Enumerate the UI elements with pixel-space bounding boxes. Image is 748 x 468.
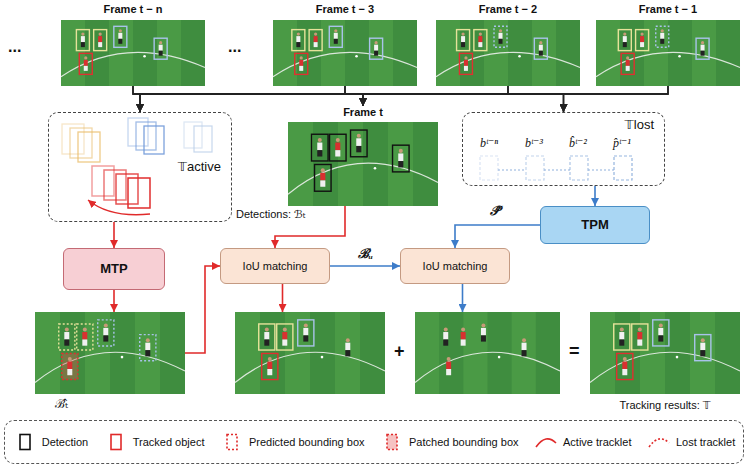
legend-sample <box>380 433 404 451</box>
process-box: MTP <box>63 248 165 290</box>
flow-arrow <box>113 222 115 248</box>
annotation-label: bᵗ⁻ⁿ <box>480 137 498 151</box>
flow-arrow <box>282 284 284 312</box>
flow-arrow <box>363 86 508 106</box>
active-tracklet-pool: 𝕋active <box>48 112 232 222</box>
node-text: TPM <box>581 218 608 233</box>
annotation-label: ... <box>8 38 21 56</box>
legend-item: Detection <box>13 433 88 451</box>
node-text: Tracking results: 𝕋 <box>619 399 710 412</box>
node-text: Frame t − 3 <box>316 3 374 16</box>
flow-arrow <box>455 225 540 248</box>
flow-arrow <box>185 266 220 353</box>
flow-arrow <box>594 186 596 206</box>
legend-item: Patched bounding box <box>380 433 518 451</box>
node-text: 𝕋lost <box>625 118 654 133</box>
flow-arrow <box>133 86 363 106</box>
result-frame <box>415 312 560 394</box>
pitch-image <box>415 312 560 394</box>
result-frame: Tracking results: 𝕋 <box>590 312 740 412</box>
video-frame: Frame t − 2 <box>436 3 580 86</box>
legend-sample <box>220 433 244 451</box>
flow-arrow <box>363 86 668 106</box>
legend-panel: Detection Tracked object Predicted boundin… <box>4 420 744 464</box>
legend-sample <box>534 433 558 451</box>
node-text: Frame t − n <box>104 3 163 16</box>
node-text: Frame t − 2 <box>479 3 537 16</box>
node-text: Frame t <box>343 106 383 119</box>
node-text: ℬ̂ₜ <box>55 398 68 412</box>
node-text: IoU matching <box>243 260 308 273</box>
flow-arrow <box>564 86 669 112</box>
flow-arrow <box>508 86 564 112</box>
video-frame: Frame t − 3 <box>273 3 417 86</box>
video-frame: Frame t − n <box>61 3 205 86</box>
pitch-image <box>273 20 417 86</box>
video-frame: Frame t − 1 <box>596 3 740 86</box>
annotation-label: bᵗ⁻³ <box>525 137 543 151</box>
prediction-frame: ℬ̂ₜ <box>35 312 185 412</box>
legend-item: Tracked object <box>104 433 205 451</box>
process-box: TPM <box>540 206 650 244</box>
edge-label: 𝒫̂ <box>488 204 501 219</box>
flow-arrow <box>113 290 115 312</box>
result-frame <box>235 312 385 394</box>
pitch-image <box>590 312 740 394</box>
legend-text: Active tracklet <box>563 436 631 448</box>
matching-box: IoU matching <box>220 248 330 284</box>
flow-arrow <box>140 86 668 112</box>
pitch-image <box>288 122 438 206</box>
legend-item: Active tracklet <box>534 433 631 451</box>
legend-sample <box>647 433 671 451</box>
node-text: IoU matching <box>423 260 488 273</box>
lost-tracklets <box>480 156 632 180</box>
annotation-label: ... <box>228 38 241 56</box>
legend-text: Patched bounding box <box>409 436 518 448</box>
pitch-image <box>35 312 185 394</box>
legend-text: Lost tracklet <box>676 436 735 448</box>
annotation-label: = <box>569 341 580 362</box>
legend-sample <box>104 433 128 451</box>
legend-text: Predicted bounding box <box>249 436 365 448</box>
pitch-image <box>61 20 205 86</box>
matching-box: IoU matching <box>400 248 510 284</box>
node-text: MTP <box>100 262 127 277</box>
flow-arrow <box>140 86 508 112</box>
legend-item: Lost tracklet <box>647 433 735 451</box>
node-text: 𝕋active <box>178 160 221 175</box>
flow-arrow <box>462 284 464 312</box>
node-text: Frame t − 1 <box>639 3 697 16</box>
legend-sample <box>13 433 37 451</box>
annotation-label: Detections: ℬₜ <box>236 208 306 221</box>
legend-text: Detection <box>42 436 88 448</box>
flow-arrow <box>330 265 400 267</box>
pitch-image <box>436 20 580 86</box>
pitch-image <box>596 20 740 86</box>
flow-arrow <box>140 86 345 112</box>
edge-label: ℬᵤ <box>356 247 375 262</box>
legend-text: Tracked object <box>133 436 205 448</box>
flow-arrow <box>133 86 140 112</box>
annotation-label: + <box>394 341 405 362</box>
annotation-label: p̂ᵗ⁻¹ <box>613 137 631 151</box>
legend-item: Predicted bounding box <box>220 433 365 451</box>
pitch-image <box>235 312 385 394</box>
current-frame: Frame t <box>288 106 438 206</box>
flow-arrow <box>345 86 363 106</box>
annotation-label: b̂ᵗ⁻² <box>569 137 587 151</box>
